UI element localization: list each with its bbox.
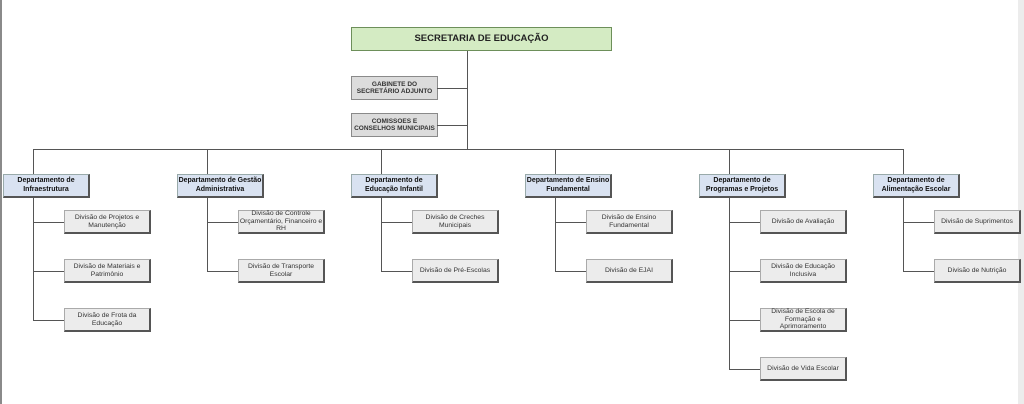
division-box: Divisão de Avaliação — [760, 210, 847, 234]
comissoes-box: COMISSOES E CONSELHOS MUNICIPAIS — [351, 113, 438, 137]
department-box: Departamento de Infraestrutura — [3, 174, 90, 198]
gabinete-box: GABINETE DO SECRETÁRIO ADJUNTO — [351, 76, 438, 100]
division-connector — [903, 222, 934, 223]
department-box: Departamento de Ensino Fundamental — [525, 174, 612, 198]
division-box: Divisão de Pré-Escolas — [412, 259, 499, 283]
division-spine-line — [207, 198, 208, 271]
division-connector — [729, 320, 760, 321]
division-box: Divisão de Frota da Educação — [64, 308, 151, 332]
division-connector — [207, 271, 238, 272]
division-connector — [729, 222, 760, 223]
department-box: Departamento de Programas e Projetos — [699, 174, 786, 198]
connector — [437, 88, 467, 89]
division-connector — [381, 222, 412, 223]
division-connector — [33, 271, 64, 272]
division-box: Divisão de Suprimentos — [934, 210, 1021, 234]
department-box: Departamento de Gestão Administrativa — [177, 174, 264, 198]
division-box: Divisão de Creches Municipais — [412, 210, 499, 234]
department-drop-line — [33, 149, 34, 174]
division-box: Divisão de Educação Inclusiva — [760, 259, 847, 283]
division-box: Divisão de Nutrição — [934, 259, 1021, 283]
division-box: Divisão de Projetos e Manutenção — [64, 210, 151, 234]
left-border — [0, 0, 2, 404]
division-connector — [555, 271, 586, 272]
scrollbar[interactable] — [1018, 0, 1024, 404]
department-drop-line — [729, 149, 730, 174]
division-connector — [207, 222, 238, 223]
division-connector — [903, 271, 934, 272]
division-box: Divisão de EJAI — [586, 259, 673, 283]
department-box: Departamento de Alimentação Escolar — [873, 174, 960, 198]
division-spine-line — [33, 198, 34, 320]
division-box: Divisão de Vida Escolar — [760, 357, 847, 381]
department-box: Departamento de Educação Infantil — [351, 174, 438, 198]
division-spine-line — [903, 198, 904, 271]
division-box: Divisão de Controle Orçamentário, Financ… — [238, 210, 325, 234]
trunk-line — [467, 51, 468, 149]
division-spine-line — [555, 198, 556, 271]
division-connector — [33, 320, 64, 321]
division-box: Divisão de Ensino Fundamental — [586, 210, 673, 234]
division-box: Divisão de Escola de Formação e Aprimora… — [760, 308, 847, 332]
department-drop-line — [903, 149, 904, 174]
department-drop-line — [207, 149, 208, 174]
department-drop-line — [555, 149, 556, 174]
division-spine-line — [381, 198, 382, 271]
division-connector — [33, 222, 64, 223]
division-box: Divisão de Transporte Escolar — [238, 259, 325, 283]
division-box: Divisão de Materiais e Patrimônio — [64, 259, 151, 283]
division-connector — [555, 222, 586, 223]
division-connector — [381, 271, 412, 272]
department-bus-line — [33, 149, 903, 150]
division-spine-line — [729, 198, 730, 369]
connector — [437, 125, 467, 126]
department-drop-line — [381, 149, 382, 174]
division-connector — [729, 369, 760, 370]
secretaria-box: SECRETARIA DE EDUCAÇÃO — [351, 27, 612, 51]
division-connector — [729, 271, 760, 272]
